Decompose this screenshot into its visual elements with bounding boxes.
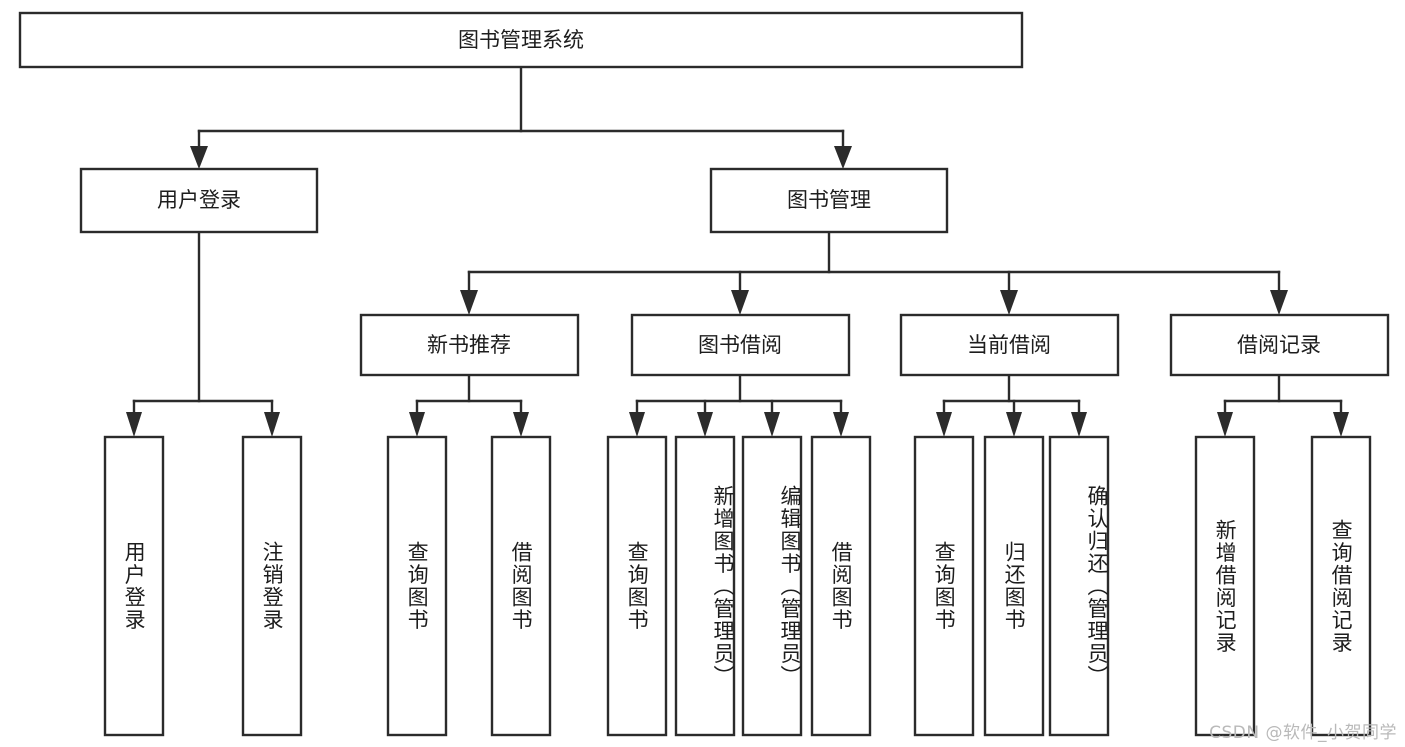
node-current-borrow[interactable]: 当前借阅: [899, 313, 1120, 377]
arrow-head-leaf-return-book: [1006, 412, 1022, 437]
node-user-login-label: 用户登录: [157, 188, 241, 212]
node-leaf-confirm-return-box[interactable]: [1048, 435, 1110, 737]
node-leaf-user-login-box[interactable]: [103, 435, 165, 737]
node-new-book-rec-box[interactable]: [359, 313, 580, 377]
node-root-label: 图书管理系统: [458, 28, 584, 52]
node-root-box[interactable]: [18, 11, 1024, 69]
arrow-head-leaf-add-record: [1217, 412, 1233, 437]
node-new-book-rec[interactable]: 新书推荐: [359, 313, 580, 377]
arrow-head-leaf-add-book: [697, 412, 713, 437]
node-leaf-query-book-1-box[interactable]: [386, 435, 448, 737]
arrow-head-leaf-query-book-2: [629, 412, 645, 437]
arrow-head-new-book-rec: [460, 290, 478, 315]
watermark-text: CSDN @软件_小贺同学: [1209, 723, 1397, 743]
arrow-head-current-borrow: [1000, 290, 1018, 315]
leaf-box-layer: [103, 435, 1372, 737]
node-new-book-rec-label: 新书推荐: [427, 333, 511, 357]
arrow-head-book-borrow: [731, 290, 749, 315]
node-book-manage-label: 图书管理: [787, 188, 871, 212]
arrow-head-leaf-borrow-book-2: [833, 412, 849, 437]
arrow-head-leaf-logout: [264, 412, 280, 437]
connector-layer: [126, 65, 1349, 437]
node-leaf-borrow-book-2-box[interactable]: [810, 435, 872, 737]
node-leaf-logout-box[interactable]: [241, 435, 303, 737]
arrow-head-leaf-query-book-3: [936, 412, 952, 437]
arrow-head-leaf-user-login: [126, 412, 142, 437]
node-leaf-return-book-box[interactable]: [983, 435, 1045, 737]
node-borrow-record-label: 借阅记录: [1237, 333, 1321, 357]
node-root[interactable]: 图书管理系统: [18, 11, 1024, 69]
node-borrow-record-box[interactable]: [1169, 313, 1390, 377]
node-leaf-query-book-2-box[interactable]: [606, 435, 668, 737]
node-current-borrow-label: 当前借阅: [967, 333, 1051, 357]
arrow-head-leaf-confirm-return: [1071, 412, 1087, 437]
node-borrow-record[interactable]: 借阅记录: [1169, 313, 1390, 377]
arrow-head-leaf-query-record: [1333, 412, 1349, 437]
arrow-head-leaf-borrow-book-1: [513, 412, 529, 437]
node-book-borrow-label: 图书借阅: [698, 333, 782, 357]
node-book-borrow[interactable]: 图书借阅: [630, 313, 851, 377]
node-current-borrow-box[interactable]: [899, 313, 1120, 377]
arrow-head-leaf-query-book-1: [409, 412, 425, 437]
arrow-head-leaf-edit-book: [764, 412, 780, 437]
arrow-head-user-login: [190, 146, 208, 169]
node-user-login[interactable]: 用户登录: [79, 167, 319, 234]
node-leaf-add-record-box[interactable]: [1194, 435, 1256, 737]
arrow-head-borrow-record: [1270, 290, 1288, 315]
node-book-borrow-box[interactable]: [630, 313, 851, 377]
node-user-login-box[interactable]: [79, 167, 319, 234]
node-book-manage-box[interactable]: [709, 167, 949, 234]
node-leaf-query-record-box[interactable]: [1310, 435, 1372, 737]
node-leaf-query-book-3-box[interactable]: [913, 435, 975, 737]
node-book-manage[interactable]: 图书管理: [709, 167, 949, 234]
node-leaf-add-book-box[interactable]: [674, 435, 736, 737]
node-leaf-borrow-book-1-box[interactable]: [490, 435, 552, 737]
node-leaf-edit-book-box[interactable]: [741, 435, 803, 737]
arrow-head-book-manage: [834, 146, 852, 169]
